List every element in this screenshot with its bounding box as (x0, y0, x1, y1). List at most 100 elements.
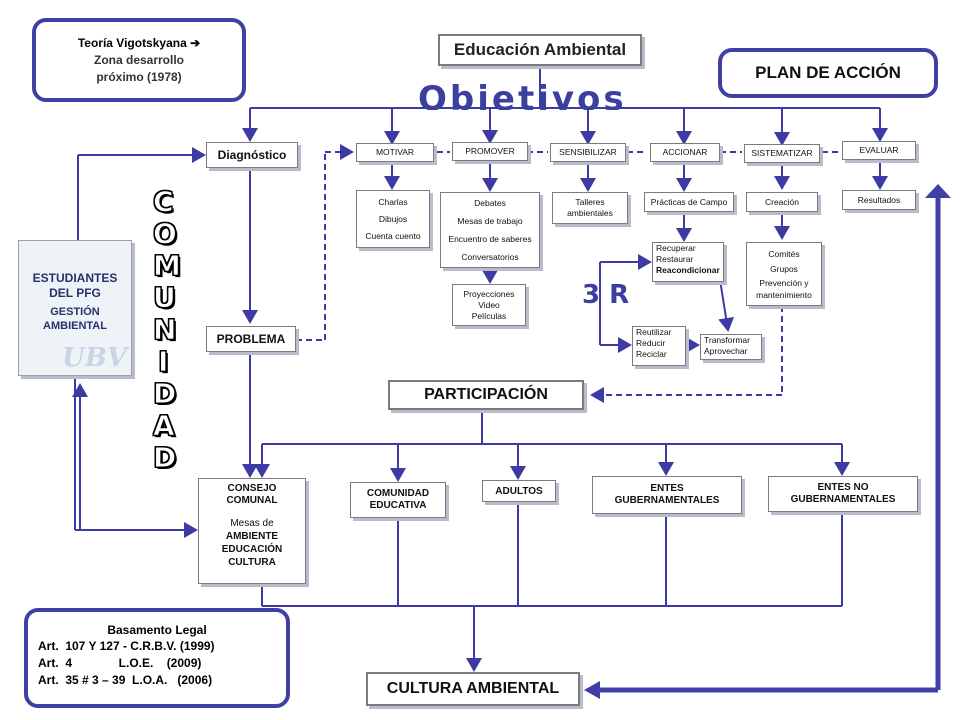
comites-item: Comités (768, 249, 800, 259)
adultos-text: ADULTOS (495, 485, 543, 497)
evaluar-box: EVALUAR (842, 141, 916, 160)
evaluar-text: EVALUAR (859, 145, 899, 155)
promover-sub-item: Películas (471, 310, 507, 321)
plan-box: PLAN DE ACCIÓN (718, 48, 938, 98)
objetivos-heading: Objetivos (418, 80, 627, 110)
transformar-box: Transformar Aprovechar (700, 334, 762, 360)
resultados-text: Resultados (857, 194, 901, 205)
basamento-box: Basamento Legal Art. 107 Y 127 - C.R.B.V… (24, 608, 290, 708)
entes-gub-box: ENTES GUBERNAMENTALES (592, 476, 742, 514)
problema-text: PROBLEMA (216, 332, 286, 346)
accionar-text: ACCIONAR (662, 147, 708, 157)
plan-text: PLAN DE ACCIÓN (755, 63, 901, 82)
title-text: Educación Ambiental (453, 40, 627, 59)
creacion-box: Creación (746, 192, 818, 212)
comites-box: Comités Grupos Prevención y mantenimient… (746, 242, 822, 306)
estudiantes-l2: DEL PFG (49, 286, 101, 300)
resultados-box: Resultados (842, 190, 916, 210)
creacion-text: Creación (764, 196, 800, 207)
reutilizar-item: Reducir (636, 338, 666, 348)
promover-item: Mesas de trabajo (457, 216, 523, 226)
teoria-line3: próximo (1978) (96, 69, 182, 84)
comites-item: mantenimiento (756, 290, 812, 300)
entes-no-gub-l1: ENTES NO (817, 482, 869, 493)
basamento-l3: Art. 35 # 3 – 39 L.O.A. (2006) (38, 673, 213, 687)
comites-item: Prevención y (759, 278, 809, 288)
promover-sub-box: Proyecciones Video Películas (452, 284, 526, 326)
reutilizar-box: Reutilizar Reducir Reciclar (632, 326, 686, 366)
motivar-item: Cuenta cuento (365, 230, 421, 241)
promover-items-box: Debates Mesas de trabajo Encuentro de sa… (440, 192, 540, 268)
estudiantes-l1: ESTUDIANTES (32, 271, 118, 285)
diagnostico-text: Diagnóstico (217, 148, 287, 162)
promover-box: PROMOVER (452, 142, 528, 161)
adultos-box: ADULTOS (482, 480, 556, 502)
title-box: Educación Ambiental (438, 34, 642, 66)
practicas-text: Prácticas de Campo (650, 196, 728, 207)
motivar-items-box: Charlas Dibujos Cuenta cuento (356, 190, 430, 248)
participacion-box: PARTICIPACIÓN (388, 380, 584, 410)
tres-r-label: 3 R (582, 280, 630, 310)
consejo-l6: CULTURA (228, 557, 276, 568)
entes-gub-l1: ENTES (650, 483, 684, 494)
transformar-item: Transformar (704, 335, 750, 345)
diagnostico-box: Diagnóstico (206, 142, 298, 168)
comunidad-educativa-l2: EDUCATIVA (369, 500, 427, 511)
sensibilizar-items-box: Talleres ambientales (552, 192, 628, 224)
teoria-line1: Teoría Vigotskyana ➔ (77, 35, 201, 50)
basamento-title: Basamento Legal (107, 623, 207, 637)
promover-sub-item: Proyecciones (463, 288, 515, 299)
sistematizar-box: SISTEMATIZAR (744, 144, 820, 163)
cultura-text: CULTURA AMBIENTAL (386, 680, 560, 697)
cultura-box: CULTURA AMBIENTAL (366, 672, 580, 706)
accionar-box: ACCIONAR (650, 143, 720, 162)
comunidad-letter: A (153, 409, 176, 443)
basamento-l1: Art. 107 Y 127 - C.R.B.V. (1999) (38, 639, 215, 653)
sensibilizar-item: ambientales (567, 208, 613, 218)
comunidad-letter: M (153, 249, 182, 283)
consejo-l2: COMUNAL (226, 495, 278, 506)
comunidad-letter: D (152, 441, 177, 475)
teoria-line2: Zona desarrollo (93, 52, 185, 67)
motivar-item: Dibujos (378, 213, 408, 224)
teoria-box: Teoría Vigotskyana ➔ Zona desarrollo pró… (32, 18, 246, 102)
recuperar-item: Reacondicionar (656, 265, 720, 275)
comunidad-letter: D (152, 377, 177, 411)
comunidad-letter: I (157, 345, 169, 379)
motivar-box: MOTIVAR (356, 143, 434, 162)
comunidad-word: C O M U N I D A D (150, 185, 184, 475)
practicas-box: Prácticas de Campo (644, 192, 734, 212)
participacion-text: PARTICIPACIÓN (424, 386, 548, 403)
sensibilizar-item: Talleres (575, 197, 605, 207)
consejo-l3: Mesas de (230, 518, 274, 529)
comites-item: Grupos (770, 264, 798, 274)
comunidad-educativa-l1: COMUNIDAD (366, 488, 430, 499)
entes-gub-l2: GUBERNAMENTALES (614, 495, 720, 506)
estudiantes-l4: AMBIENTAL (43, 320, 107, 332)
problema-box: PROBLEMA (206, 326, 296, 352)
entes-no-gub-box: ENTES NO GUBERNAMENTALES (768, 476, 918, 512)
consejo-l1: CONSEJO (227, 483, 277, 494)
comunidad-letter: U (153, 281, 177, 315)
sistematizar-text: SISTEMATIZAR (751, 148, 813, 158)
recuperar-box: Recuperar Restaurar Reacondicionar (652, 242, 724, 282)
promover-item: Conversatorios (461, 252, 519, 262)
comunidad-letter: O (153, 217, 178, 251)
promover-sub-item: Video (478, 299, 500, 310)
reutilizar-item: Reutilizar (636, 327, 672, 337)
motivar-item: Charlas (378, 196, 408, 207)
basamento-l2: Art. 4 L.O.E. (2009) (38, 656, 202, 670)
comunidad-letter: N (152, 313, 177, 347)
promover-item: Debates (474, 198, 506, 208)
consejo-l5: EDUCACIÓN (221, 544, 283, 555)
comunidad-letter: C (153, 185, 175, 219)
consejo-box: CONSEJO COMUNAL Mesas de AMBIENTE EDUCAC… (198, 478, 306, 584)
transformar-item: Aprovechar (704, 346, 748, 356)
reutilizar-item: Reciclar (636, 349, 667, 359)
promover-text: PROMOVER (465, 146, 515, 156)
recuperar-item: Recuperar (656, 243, 696, 253)
estudiantes-box: UBV ESTUDIANTES DEL PFG GESTIÓN AMBIENTA… (18, 240, 132, 376)
recuperar-item: Restaurar (656, 254, 694, 264)
